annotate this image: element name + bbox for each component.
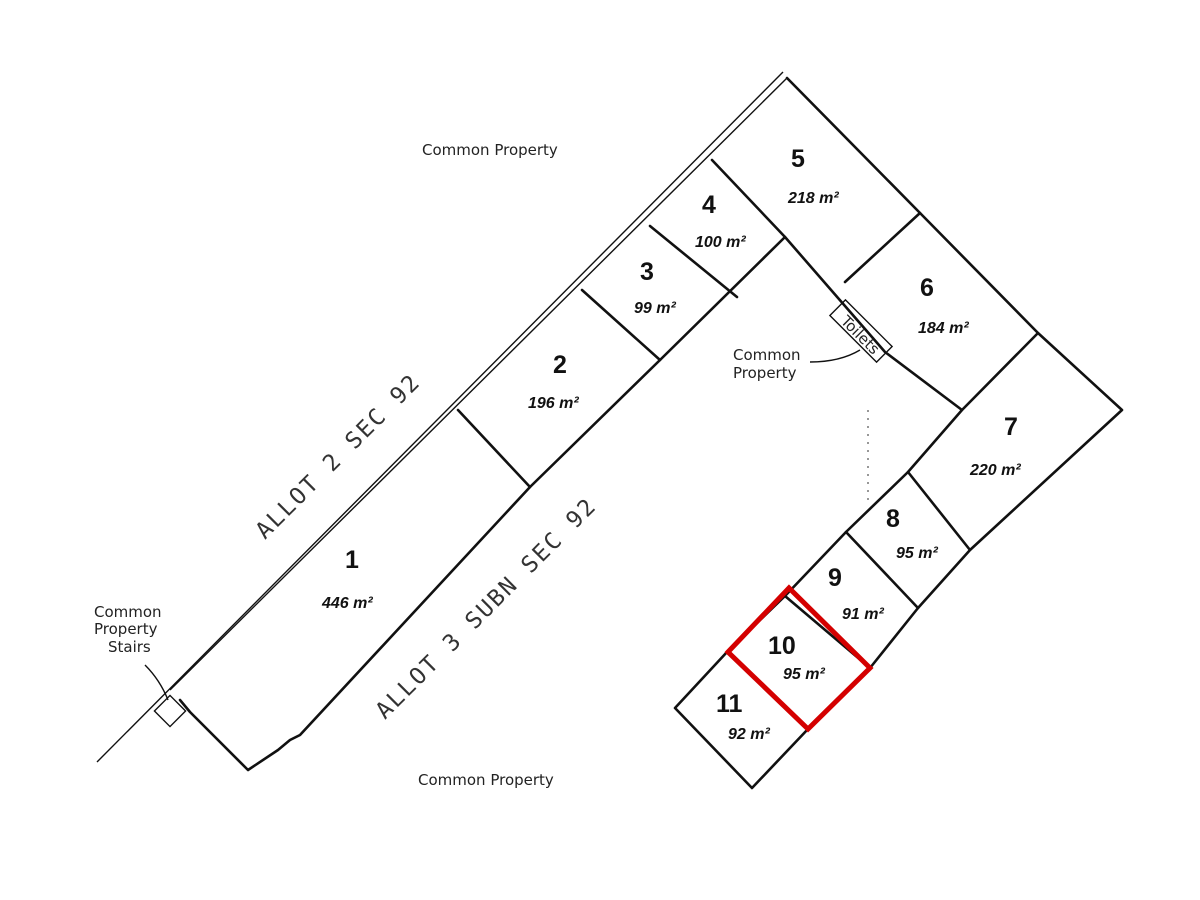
unit-9: 9 91 m²	[828, 564, 884, 623]
unit-partitions	[144, 158, 1040, 731]
unit-number: 7	[1004, 413, 1018, 441]
stairs-label-line3: Stairs	[108, 638, 151, 656]
common-property-pointer	[809, 349, 861, 363]
building-outline-west-wing	[178, 76, 1124, 790]
unit-area: 92 m²	[728, 726, 770, 743]
unit-number: 2	[553, 351, 567, 379]
unit-3: 3 99 m²	[634, 258, 676, 317]
boundary-line-north-outer	[96, 71, 784, 763]
unit-11: 11 92 m²	[716, 690, 770, 743]
unit-area: 196 m²	[528, 395, 579, 412]
unit-6: 6 184 m²	[918, 274, 969, 337]
common-property-mid-line1: Common	[733, 346, 801, 364]
unit-number: 3	[640, 258, 654, 286]
unit-number: 5	[791, 145, 805, 173]
unit-number: 10	[768, 632, 796, 660]
unit-10-highlight	[724, 584, 874, 733]
unit-area: 184 m²	[918, 320, 969, 337]
partition-4-5	[710, 158, 787, 239]
common-property-bottom-label: Common Property	[418, 771, 554, 789]
partition-3-4	[648, 224, 739, 299]
unit-area: 95 m²	[896, 545, 938, 562]
toilets-box	[828, 298, 894, 364]
unit-7: 7 220 m²	[969, 413, 1021, 479]
boundary-lines	[96, 71, 1124, 790]
allot-bottom-label: ALLOT 3 SUBN SEC 92	[371, 493, 602, 724]
stairs-label-line1: Common	[94, 603, 162, 621]
unit-area: 220 m²	[969, 462, 1021, 479]
partition-2-3	[580, 288, 662, 362]
unit-area: 95 m²	[783, 666, 825, 683]
unit-5: 5 218 m²	[787, 145, 839, 207]
unit-4: 4 100 m²	[695, 191, 746, 251]
unit-2: 2 196 m²	[528, 351, 579, 412]
unit-number: 8	[886, 505, 900, 533]
common-property-mid-line2: Property	[733, 364, 797, 382]
unit-number: 6	[920, 274, 934, 302]
unit-10: 10 95 m²	[768, 632, 825, 683]
unit-number: 11	[716, 690, 743, 718]
partition-1-2	[456, 408, 532, 489]
unit-8: 8 95 m²	[886, 505, 938, 562]
stairs-label-line2: Property	[94, 620, 158, 638]
unit-number: 9	[828, 564, 842, 592]
stairs-box	[153, 694, 187, 728]
stairs-pointer	[144, 664, 169, 701]
boundary-line-north-inner	[169, 77, 788, 691]
toilets-label: Toilets	[836, 311, 883, 358]
unit-1: 1 446 m²	[321, 546, 373, 612]
unit-number: 4	[702, 191, 716, 219]
unit-number: 1	[345, 546, 359, 574]
unit-area: 91 m²	[842, 606, 884, 623]
unit-area: 99 m²	[634, 300, 676, 317]
unit-area: 218 m²	[787, 190, 839, 207]
partition-7-8	[906, 470, 972, 552]
partition-8-9	[844, 530, 920, 610]
partition-5-6	[843, 211, 922, 284]
unit-area: 446 m²	[321, 595, 373, 612]
unit-area: 100 m²	[695, 234, 746, 251]
common-property-top-label: Common Property	[422, 141, 558, 159]
partition-6-7	[960, 331, 1040, 412]
